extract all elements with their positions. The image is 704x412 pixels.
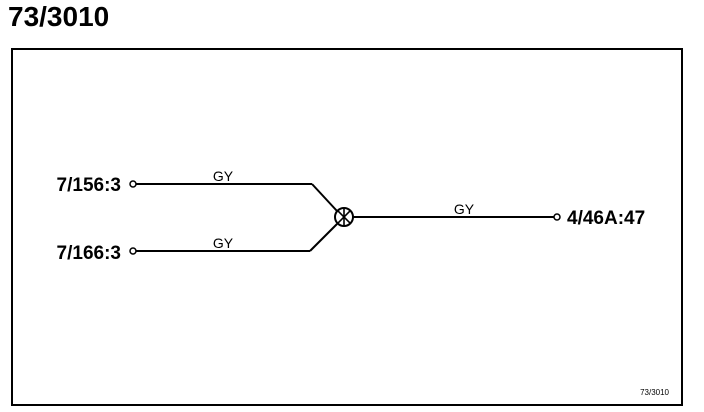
wire-color-label-output: GY: [454, 201, 475, 217]
terminal-output: [553, 213, 561, 221]
terminal-input-1: [129, 180, 137, 188]
terminal-input-2: [129, 247, 137, 255]
connector-label-output: 4/46A:47: [567, 208, 645, 229]
diagram-reference-label: 73/3010: [640, 388, 669, 397]
wire-color-label-input-1: GY: [213, 168, 234, 184]
wire-color-label-input-2: GY: [213, 235, 234, 251]
wire-input-2-diagonal: [309, 223, 338, 252]
connector-label-input-2: 7/166:3: [57, 243, 121, 264]
splice-icon: [334, 207, 354, 227]
wire-input-1-diagonal: [311, 183, 338, 212]
connector-label-input-1: 7/156:3: [57, 175, 121, 196]
page-title: 73/3010: [8, 1, 110, 32]
diagram-frame: [11, 48, 683, 406]
